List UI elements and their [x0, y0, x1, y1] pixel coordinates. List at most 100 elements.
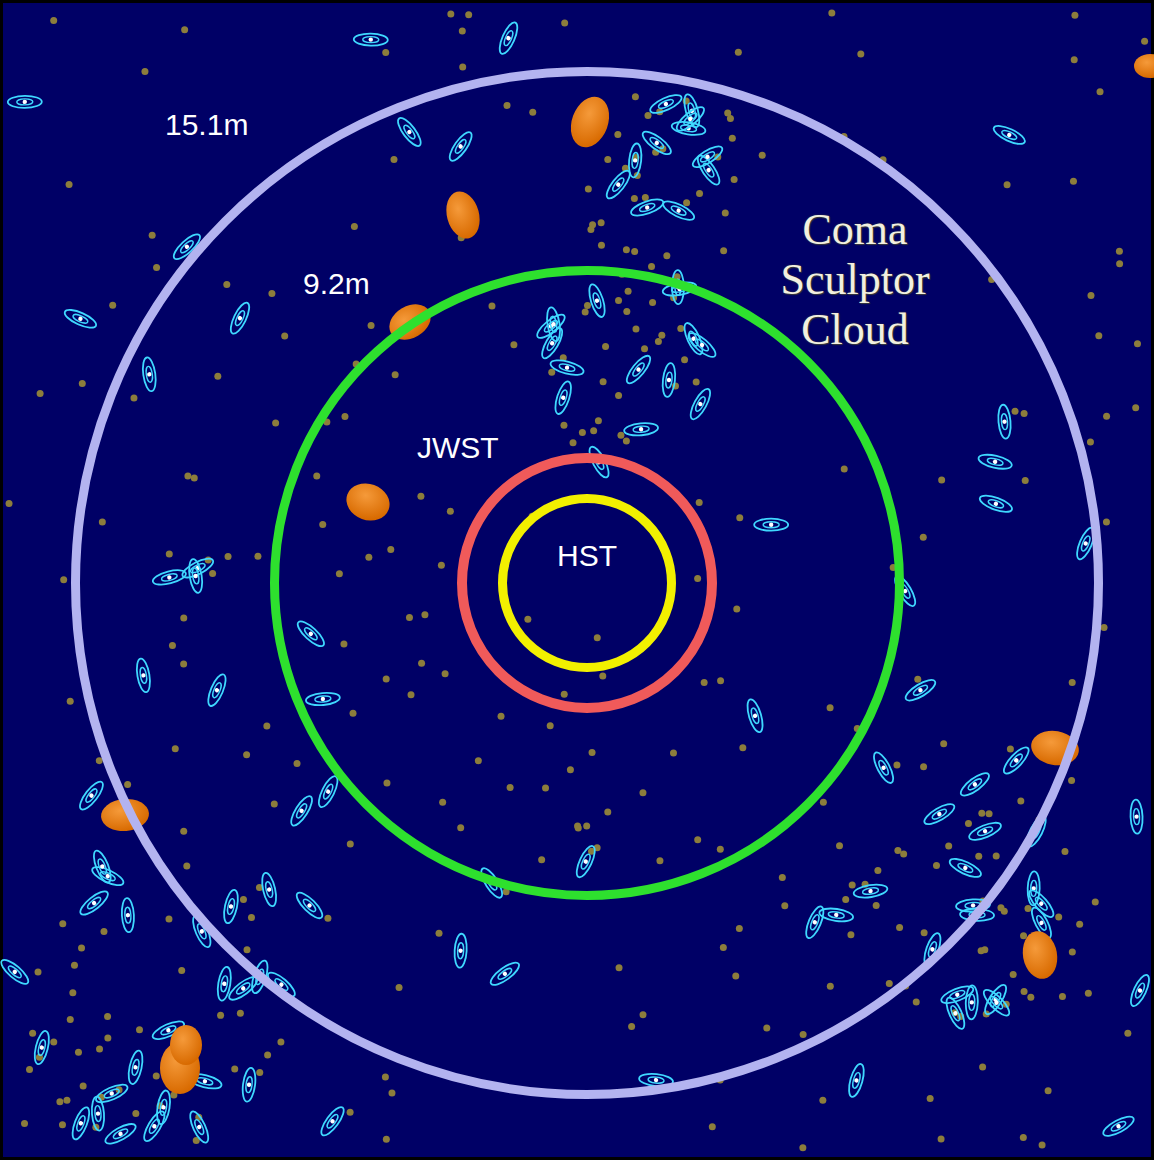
faint-galaxy-dot — [406, 614, 413, 621]
faint-galaxy-dot — [205, 556, 212, 563]
spiral-arm — [222, 889, 241, 925]
galaxy-core — [971, 903, 976, 908]
spiral-arm — [394, 115, 424, 149]
spiral-arm — [126, 1049, 145, 1085]
faint-galaxy-dot — [717, 677, 724, 684]
telescope-ring-9m: 9.2mJWSTHST — [270, 266, 904, 900]
spiral-arm — [870, 750, 897, 786]
spiral-arm — [216, 966, 233, 1002]
ring-circle — [503, 499, 672, 668]
spiral-galaxy — [687, 386, 714, 422]
spiral-galaxy — [222, 889, 241, 925]
spiral-galaxy — [488, 959, 523, 989]
faint-galaxy-dot — [733, 606, 740, 613]
faint-galaxy-dot — [739, 744, 746, 751]
spiral-galaxy — [1127, 973, 1152, 1009]
galaxy-core — [834, 912, 839, 917]
ring-outline — [270, 266, 904, 900]
faint-galaxy-dot — [696, 499, 703, 506]
spiral-galaxy — [690, 143, 725, 171]
faint-galaxy-dot — [35, 968, 42, 975]
faint-galaxy-dot — [50, 1038, 57, 1045]
elliptical-galaxy — [564, 91, 616, 152]
galaxy-core — [329, 1118, 335, 1124]
ring-circle — [275, 271, 900, 896]
galaxy-core — [506, 35, 512, 41]
faint-galaxy-dot — [1004, 181, 1011, 188]
faint-galaxy-dot — [561, 20, 568, 27]
faint-galaxy-dot — [616, 964, 623, 971]
faint-galaxy-dot — [589, 749, 596, 756]
spiral-arm — [354, 33, 388, 46]
spiral-arm — [670, 204, 687, 216]
faint-galaxy-dot — [264, 1052, 271, 1059]
spiral-arm — [69, 1105, 92, 1141]
spiral-galaxy — [294, 618, 327, 650]
faint-galaxy-dot — [396, 984, 403, 991]
faint-galaxy-dot — [1087, 292, 1094, 299]
faint-galaxy-dot — [209, 570, 216, 577]
galaxy-core — [237, 315, 243, 321]
galaxy-core — [184, 244, 190, 250]
faint-galaxy-dot — [542, 785, 549, 792]
faint-galaxy-dot — [736, 514, 743, 521]
faint-galaxy-dot — [567, 766, 574, 773]
faint-galaxy-dot — [153, 1073, 160, 1080]
faint-galaxy-dot — [681, 356, 688, 363]
galaxy-core — [594, 298, 600, 304]
faint-galaxy-dot — [1124, 1030, 1131, 1037]
spiral-arm — [947, 855, 983, 880]
spiral-arm — [627, 143, 643, 178]
galaxy-core — [320, 697, 325, 702]
spiral-galaxy — [1026, 887, 1058, 920]
faint-galaxy-dot — [383, 780, 390, 787]
spiral-arm — [187, 1109, 212, 1145]
faint-galaxy-dot — [1039, 1142, 1046, 1149]
spiral-arm — [694, 153, 723, 188]
spiral-galaxy — [315, 774, 341, 810]
spiral-galaxy — [552, 380, 574, 416]
spiral-arm — [94, 1081, 130, 1106]
faint-galaxy-dot — [1116, 248, 1123, 255]
faint-galaxy-dot — [900, 851, 907, 858]
spiral-arm — [763, 522, 779, 528]
faint-galaxy-dot — [1045, 1087, 1052, 1094]
spiral-galaxy — [673, 103, 707, 134]
galaxy-core — [644, 205, 650, 211]
spiral-arm — [1000, 744, 1032, 777]
spiral-arm — [315, 774, 341, 810]
galaxy-core — [954, 992, 960, 998]
galaxy-core — [458, 948, 463, 953]
spiral-galaxy — [977, 452, 1013, 471]
spiral-arm — [76, 778, 106, 812]
spiral-arm — [196, 1076, 213, 1086]
spiral-arm — [665, 372, 673, 389]
spiral-arm — [94, 1105, 101, 1121]
galaxy-core — [1038, 901, 1044, 907]
galaxy-core — [564, 365, 569, 370]
galaxy-core — [126, 913, 131, 918]
faint-galaxy-dot — [720, 944, 727, 951]
spiral-arm — [580, 853, 592, 870]
faint-galaxy-dot — [459, 28, 466, 35]
faint-galaxy-dot — [507, 784, 514, 791]
galaxy-core — [635, 366, 641, 372]
faint-galaxy-dot — [561, 691, 568, 698]
faint-galaxy-dot — [615, 392, 622, 399]
faint-galaxy-dot — [1059, 993, 1066, 1000]
faint-galaxy-dot — [736, 925, 743, 932]
spiral-arm — [943, 995, 968, 1031]
faint-galaxy-dot — [1071, 12, 1078, 19]
faint-galaxy-dot — [800, 1031, 807, 1038]
faint-galaxy-dot — [475, 757, 482, 764]
spiral-arm — [287, 793, 315, 828]
spiral-arm — [205, 672, 229, 708]
spiral-arm — [1030, 880, 1037, 896]
faint-galaxy-dot — [735, 49, 742, 56]
galaxy-core — [705, 154, 711, 160]
faint-galaxy-dot — [1025, 905, 1032, 912]
spiral-galaxy — [287, 793, 315, 828]
faint-galaxy-dot — [392, 371, 399, 378]
faint-galaxy-dot — [1092, 898, 1099, 905]
faint-galaxy-dot — [408, 691, 415, 698]
